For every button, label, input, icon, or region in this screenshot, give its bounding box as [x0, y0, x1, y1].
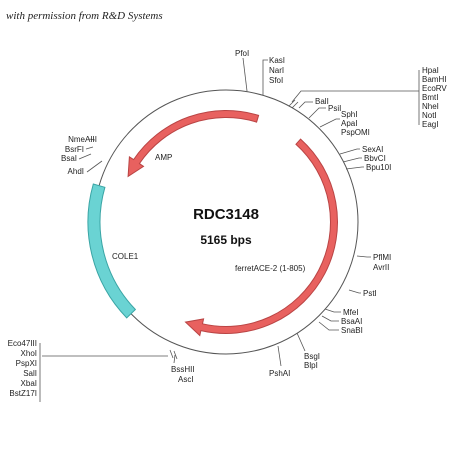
plasmid-size: 5165 bps — [200, 233, 252, 247]
leader-ahdi — [86, 160, 103, 173]
leader-bpu10i — [345, 166, 364, 170]
site-nmeaiii: NmeAIII — [68, 135, 97, 144]
ace2-feature-arrow — [184, 138, 338, 337]
leader-psti — [348, 289, 361, 294]
site-pshai: PshAI — [269, 369, 290, 378]
site-eagi: EagI — [422, 120, 438, 129]
site-blpi: BlpI — [304, 361, 318, 370]
tick-bali-a — [288, 99, 296, 107]
site-asci: AscI — [178, 375, 194, 384]
site-bsaai: BsaAI — [341, 317, 362, 326]
cole1-feature-block — [87, 183, 137, 319]
leader-hpai-group — [291, 90, 419, 103]
site-nhei: NheI — [422, 102, 439, 111]
site-eco47iii: Eco47III — [8, 339, 37, 348]
site-bmti: BmtI — [422, 93, 438, 102]
site-sali: SalI — [23, 369, 37, 378]
site-bsrfi: BsrFI — [65, 145, 84, 154]
site-sexai: SexAI — [362, 145, 383, 154]
site-nari: NarI — [269, 66, 284, 75]
site-bsshii: BssHII — [171, 365, 195, 374]
amp-feature-arrow — [127, 110, 260, 178]
site-sfoi: SfoI — [269, 76, 283, 85]
cole1-label: COLE1 — [112, 252, 139, 261]
site-pspomi: PspOMI — [341, 128, 370, 137]
permission-note: with permission from R&D Systems — [6, 10, 163, 22]
site-bsgi: BsgI — [304, 352, 320, 361]
plasmid-name: RDC3148 — [193, 206, 259, 223]
leader-mfei — [324, 308, 341, 313]
site-pflmi: PflMI — [373, 253, 391, 262]
leader-bbvci — [342, 157, 362, 163]
site-hpai: HpaI — [422, 66, 439, 75]
leader-bsrfi — [85, 146, 94, 150]
site-bamhi: BamHI — [422, 75, 446, 84]
leader-pshai — [277, 345, 282, 367]
leader-bsaai — [321, 315, 339, 322]
leader-pflmi — [356, 255, 371, 258]
site-bstz17i: BstZ17I — [9, 389, 37, 398]
leader-bali — [298, 101, 313, 109]
leader-bsai — [78, 153, 92, 160]
site-ahdi: AhdI — [68, 167, 84, 176]
leader-sexai — [339, 148, 360, 155]
ace2-label: ferretACE-2 (1-805) — [235, 264, 306, 273]
site-sphi: SphI — [341, 110, 357, 119]
site-bsai: BsaI — [61, 154, 77, 163]
leader-psii — [308, 107, 326, 119]
leader-snabi — [318, 321, 339, 331]
tick-bsshii-a — [169, 349, 174, 359]
leader-bsshii — [173, 354, 176, 364]
site-avrii: AvrII — [373, 263, 389, 272]
site-psti: PstI — [363, 289, 377, 298]
leader-nmeaiii — [88, 138, 96, 141]
site-mfei: MfeI — [343, 308, 359, 317]
site-snabi: SnaBI — [341, 326, 363, 335]
site-bali: BalI — [315, 97, 329, 106]
site-pfoi: PfoI — [235, 49, 249, 58]
site-pspxi: PspXI — [16, 359, 37, 368]
leader-pfoi — [242, 57, 248, 92]
leader-bsgi — [296, 332, 306, 352]
amp-label: AMP — [155, 153, 172, 162]
site-ecorv: EcoRV — [422, 84, 447, 93]
tick-bsshii-b — [173, 350, 178, 360]
site-xhoi: XhoI — [21, 349, 37, 358]
site-bbvci: BbvCI — [364, 154, 386, 163]
leader-sphi — [319, 118, 340, 128]
site-xbai: XbaI — [21, 379, 37, 388]
site-bpu10i: Bpu10I — [366, 163, 391, 172]
tick-bali-b — [291, 101, 299, 109]
site-noti: NotI — [422, 111, 437, 120]
site-psii: PsiI — [328, 104, 341, 113]
site-apai: ApaI — [341, 119, 357, 128]
site-kasi: KasI — [269, 56, 285, 65]
leader-kasi — [262, 59, 268, 95]
